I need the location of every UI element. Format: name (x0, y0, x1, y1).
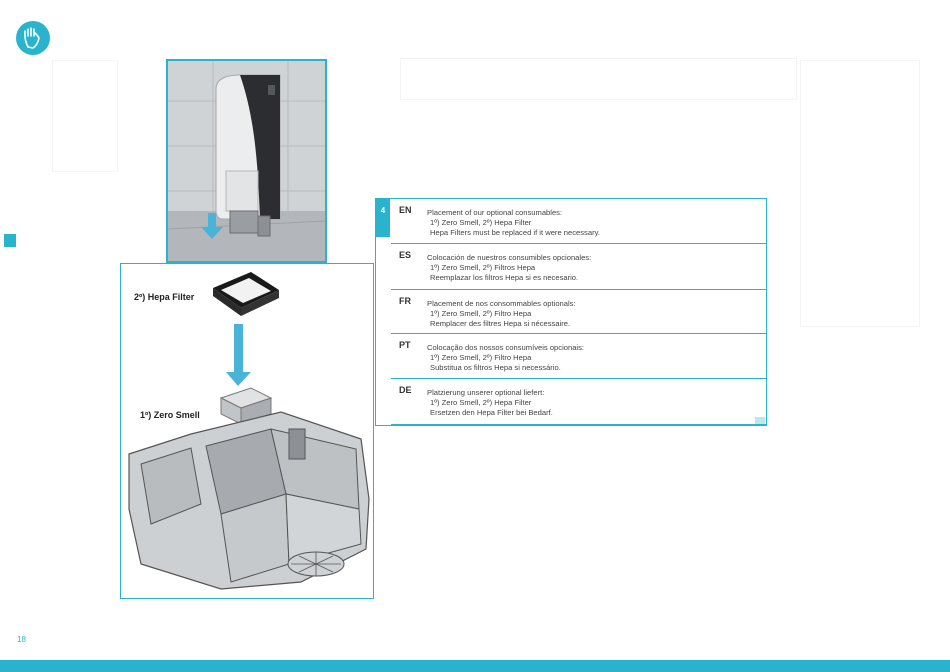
instruction-line: Remplacer des filtres Hepa si nécessaire… (430, 319, 571, 328)
hand-icon (16, 21, 50, 55)
hepa-filter-callout: 2º) Hepa Filter (134, 292, 195, 302)
instructions-table: 4 EN Placement of our optional consumabl… (375, 198, 767, 426)
instruction-line: 1º) Zero Smell, 2º) Filtro Hepa (430, 353, 532, 362)
instruction-line: Substitua os filtros Hepa si necessário. (430, 363, 561, 372)
instruction-line: 1º) Zero Smell, 2º) Hepa Filter (430, 398, 532, 407)
lang-row-pt: PT Colocação dos nossos consumíveis opci… (391, 334, 766, 379)
instruction-line: Hepa Filters must be replaced if it were… (430, 228, 600, 237)
lang-row-de: DE Platzierung unserer optional liefert:… (391, 379, 766, 425)
lang-code: FR (399, 296, 411, 306)
lang-code: EN (399, 205, 412, 215)
lang-row-en: EN Placement of our optional consumables… (391, 199, 766, 244)
background-panel-left (52, 60, 118, 172)
background-panel-far-right (800, 60, 920, 327)
instruction-line: 1º) Zero Smell, 2º) Filtro Hepa (430, 309, 532, 318)
lang-code: DE (399, 385, 412, 395)
instruction-line: Platzierung unserer optional liefert: (427, 388, 545, 397)
instruction-line: Ersetzen den Hepa Filter bei Bedarf. (430, 408, 553, 417)
instruction-line: Colocación de nuestros consumibles opcio… (427, 253, 592, 262)
section-marker (4, 234, 16, 247)
zero-smell-callout: 1º) Zero Smell (140, 410, 200, 420)
filter-diagram: 2º) Hepa Filter 1º) Zero Smell (120, 263, 374, 599)
page-number: 18 (17, 635, 26, 644)
instruction-line: 1º) Zero Smell, 2º) Hepa Filter (430, 218, 532, 227)
page-corner-marker (755, 417, 765, 424)
lang-code: PT (399, 340, 411, 350)
down-arrow-icon (201, 213, 223, 239)
lang-code: ES (399, 250, 412, 260)
instruction-line: Colocação dos nossos consumíveis opciona… (427, 343, 585, 352)
instruction-line: Placement de nos consommables optionals: (427, 299, 576, 308)
lang-row-es: ES Colocación de nuestros consumibles op… (391, 244, 766, 290)
lang-row-fr: FR Placement de nos consommables optiona… (391, 290, 766, 334)
footer-bar (0, 660, 950, 672)
instruction-line: 1º) Zero Smell, 2º) Filtros Hepa (430, 263, 536, 272)
step-number: 4 (376, 199, 390, 237)
background-panel-right (400, 58, 797, 100)
instruction-line: Reemplazar los filtros Hepa si es necesa… (430, 273, 579, 282)
instruction-line: Placement of our optional consumables: (427, 208, 563, 217)
dryer-photo (166, 59, 327, 263)
